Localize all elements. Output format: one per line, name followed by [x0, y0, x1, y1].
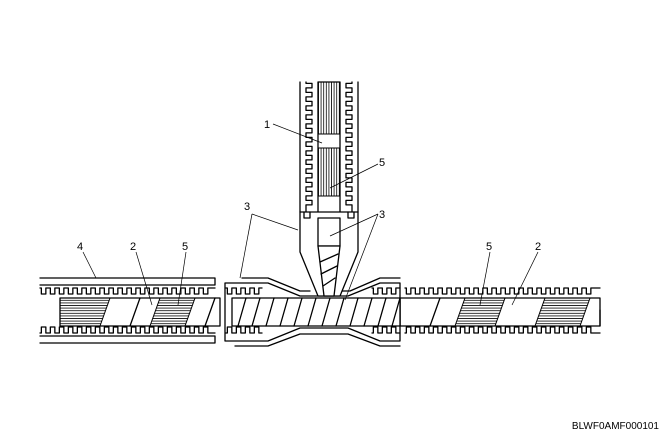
- sleeve-left-crimp: [225, 287, 263, 334]
- label-4: 4: [77, 241, 83, 253]
- branch-shield-right: [345, 81, 359, 213]
- left-strand-2: [149, 297, 196, 327]
- right-twist-line: [429, 297, 441, 327]
- right-cable: [399, 287, 601, 334]
- label-1: 1: [264, 119, 270, 131]
- right-strand-2: [534, 297, 591, 327]
- branch-core-in-sleeve: [317, 217, 341, 247]
- branch-shield-left: [299, 81, 313, 213]
- branch-strand-middle: [317, 147, 341, 197]
- left-twist-line-2: [204, 297, 216, 327]
- sleeve-bottom-edge: [234, 333, 401, 347]
- left-twist-line: [129, 297, 141, 327]
- left-jacket-bottom: [39, 335, 216, 344]
- sleeve-right-crimp: [371, 287, 401, 334]
- left-strand-1: [59, 297, 111, 327]
- branch-twist-region: [317, 245, 341, 297]
- right-shield-top: [404, 287, 601, 295]
- label-2-right: 2: [535, 241, 541, 253]
- label-2-left: 2: [130, 241, 136, 253]
- right-shield-bottom: [404, 326, 601, 334]
- label-3-right: 3: [379, 209, 385, 221]
- left-cable: [39, 277, 221, 344]
- label-5-branch: 5: [379, 157, 385, 169]
- label-5-left: 5: [182, 241, 188, 253]
- right-strand-1: [454, 297, 506, 327]
- sleeve-top-right-edge: [339, 277, 401, 292]
- twist-lines: [237, 297, 401, 327]
- branch-cable: [299, 81, 359, 297]
- branch-strand-top: [317, 81, 341, 135]
- leader-lines: [82, 123, 539, 306]
- left-shield-top: [39, 287, 216, 295]
- label-5-right: 5: [486, 241, 492, 253]
- sleeve-top-left-edge: [241, 277, 311, 292]
- left-shield-bottom: [39, 326, 216, 334]
- figure-code: BLWF0AMF000101: [572, 421, 660, 432]
- joined-conductor: [231, 297, 401, 327]
- splice-sleeve-horizontal: [224, 277, 401, 347]
- left-jacket-top: [39, 277, 216, 286]
- label-3-left: 3: [244, 201, 250, 213]
